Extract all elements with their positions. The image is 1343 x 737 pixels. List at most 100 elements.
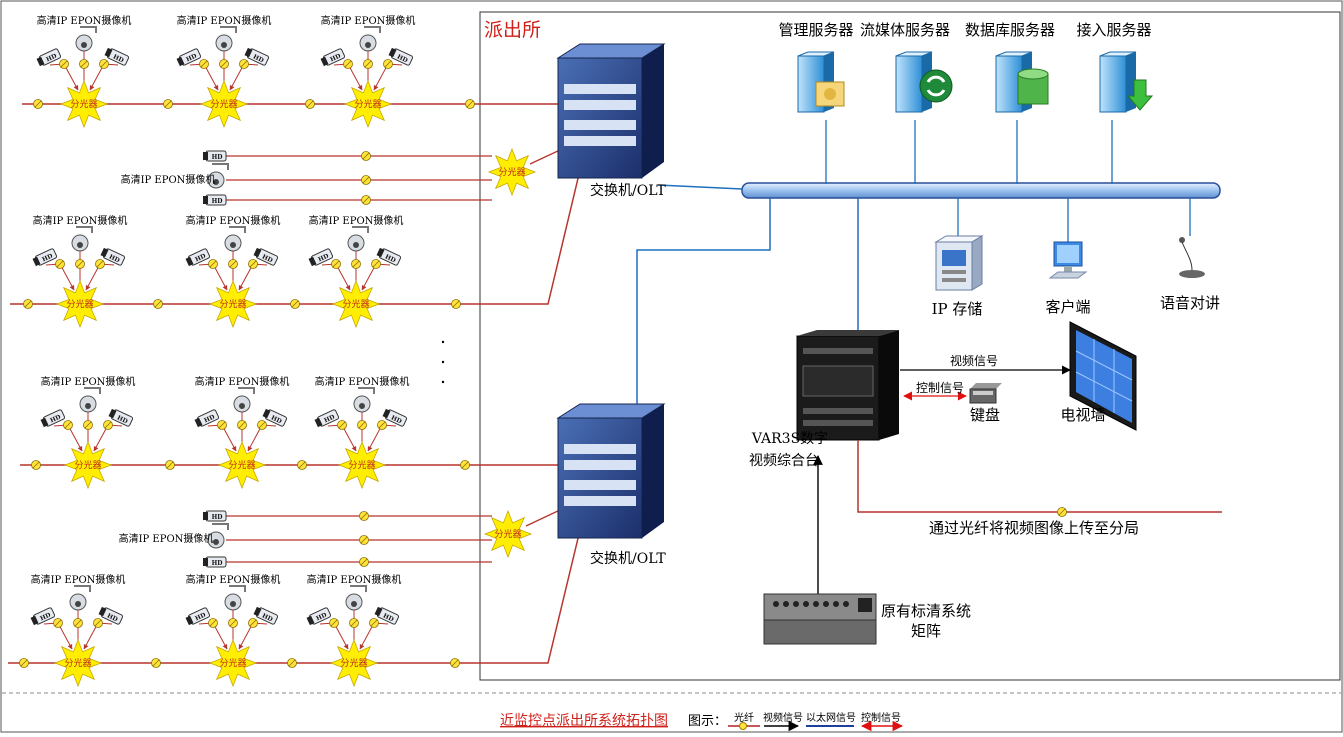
fiber-connector-icon	[63, 420, 73, 430]
fiber-connector-icon	[228, 618, 238, 628]
legend-fiber-label: 光纤	[734, 711, 754, 724]
dome-camera-icon	[207, 163, 229, 189]
fiber-line	[480, 169, 581, 305]
fiber-connector-icon	[19, 658, 29, 668]
legend: 光纤 视频信号 以太网信号 控制信号	[728, 711, 904, 732]
fiber-line	[480, 529, 581, 664]
tv-wall-icon	[1069, 321, 1137, 431]
legend-fiber: 光纤	[728, 711, 760, 730]
diagram-title: 近监控点派出所系统拓扑图	[500, 713, 668, 729]
fiber-connector-icon	[237, 420, 247, 430]
hd-camera-icon: HD	[40, 409, 66, 428]
intercom-label: 语音对讲	[1160, 294, 1220, 312]
hd-badge: HD	[112, 53, 125, 64]
legend-ethernet-label: 以太网信号	[806, 711, 856, 724]
hd-badge: HD	[41, 252, 54, 263]
splitter-icon: 分光器	[53, 638, 103, 688]
fiber-connector-icon	[217, 420, 227, 430]
fiber-connector-icon	[329, 618, 339, 628]
fiber-connector-icon	[383, 59, 393, 69]
var3s-video-platform-icon	[796, 330, 899, 441]
fiber-connector-icon	[208, 259, 218, 269]
fiber-connector-icon	[73, 618, 83, 628]
hd-camera-icon: HD	[376, 247, 402, 266]
fiber-connector-icon	[377, 420, 387, 430]
police-station-box	[479, 11, 1341, 681]
splitter-label: 分光器	[340, 657, 367, 669]
hd-camera-icon: HD	[308, 248, 334, 267]
hd-camera-icon: HD	[185, 248, 211, 267]
hd-badge: HD	[212, 198, 223, 205]
splitter-icon: 分光器	[483, 509, 533, 559]
server-row: 管理服务器 流媒体服务器 数据库服务器 接入服务器	[778, 21, 1154, 184]
ellipsis-dot	[441, 340, 445, 344]
splitter-icon: 分光器	[208, 638, 258, 688]
fiber-connector-icon	[248, 259, 258, 269]
olt-switch-top-icon	[556, 43, 666, 179]
hd-camera-icon: HD	[382, 408, 408, 427]
fiber-connector-icon	[33, 99, 43, 109]
dome-camera-icon	[79, 387, 101, 413]
fiber-connector-icon	[297, 460, 307, 470]
fiber-connector-icon	[248, 618, 258, 628]
hd-badge: HD	[49, 413, 62, 424]
hd-camera-icon: HD	[176, 48, 202, 67]
station-title: 派出所	[484, 19, 541, 41]
fiber-connector-icon	[95, 259, 105, 269]
legacy-matrix-icon	[763, 593, 877, 645]
camera-group-label: 高清IP EPON摄像机	[31, 573, 126, 586]
legend-control-label: 控制信号	[861, 711, 901, 724]
var3s-label-line1: VAR3S数字	[751, 431, 828, 447]
hd-badge: HD	[106, 612, 119, 623]
olt-top-label: 交换机/OLT	[590, 182, 666, 199]
fiber-line	[529, 149, 561, 165]
fiber-connector-icon	[343, 59, 353, 69]
hd-badge: HD	[108, 253, 121, 264]
fiber-connector-icon	[257, 420, 267, 430]
hd-badge: HD	[212, 154, 223, 161]
client-label: 客户端	[1045, 298, 1090, 316]
splitter-icon: 分光器	[199, 79, 249, 129]
splitter-label: 分光器	[354, 98, 381, 110]
olt-switch-bottom-icon	[556, 403, 666, 539]
hd-camera-icon: HD	[203, 194, 227, 206]
server-label-database: 数据库服务器	[965, 21, 1055, 39]
hd-camera-icon: HD	[203, 150, 227, 162]
hd-camera-icon: HD	[32, 248, 58, 267]
dome-camera-icon	[345, 585, 367, 611]
fiber-connector-icon	[1057, 507, 1067, 517]
video-signal-label: 视频信号	[950, 353, 998, 368]
splitter-label: 分光器	[210, 98, 237, 110]
fiber-connector-icon	[103, 420, 113, 430]
hd-camera-icon: HD	[108, 408, 134, 427]
hd-camera-icon: HD	[306, 607, 332, 626]
hd-badge: HD	[382, 612, 395, 623]
fiber-connector-icon	[369, 618, 379, 628]
hd-camera-icon: HD	[194, 409, 220, 428]
camera-group-label: 高清IP EPON摄像机	[186, 214, 281, 227]
fiber-connector-icon	[359, 535, 369, 545]
streaming-server-icon	[895, 51, 953, 113]
splitter-icon: 分光器	[55, 279, 105, 329]
splitter-label: 分光器	[219, 657, 246, 669]
fiber-line	[525, 509, 561, 527]
fiber-connector-icon	[371, 259, 381, 269]
splitter-icon: 分光器	[217, 440, 267, 490]
hd-badge: HD	[194, 611, 207, 622]
fiber-connector-icon	[153, 299, 163, 309]
fiber-connector-icon	[53, 618, 63, 628]
ip-storage-icon	[934, 235, 984, 291]
fiber-connector-icon	[23, 299, 33, 309]
hd-camera-icon: HD	[36, 48, 62, 67]
hd-camera-icon: HD	[374, 606, 400, 625]
olt-bottom-label: 交换机/OLT	[590, 550, 666, 567]
hd-camera-icon: HD	[314, 409, 340, 428]
station-equipment-area: 管理服务器 流媒体服务器 数据库服务器 接入服务器	[556, 21, 1222, 645]
